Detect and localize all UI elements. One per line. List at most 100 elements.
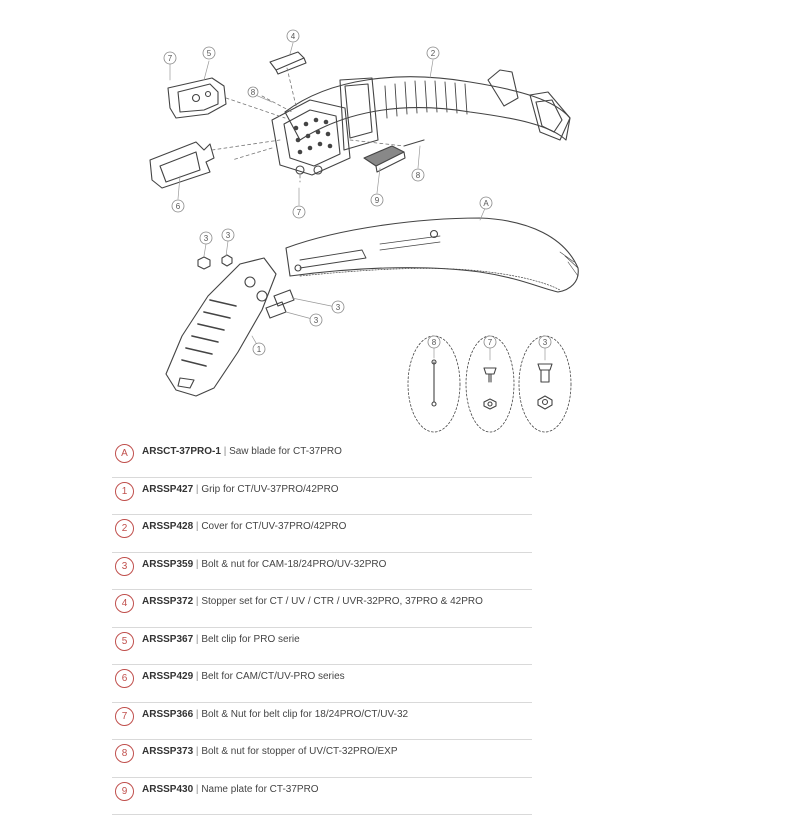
hardware-detail-ovals [408,336,571,432]
part-description: Bolt & Nut for belt clip for 18/24PRO/CT… [201,709,408,720]
part-badge: 7 [115,707,134,726]
part-code: ARSSP429 [142,671,193,682]
callout-8-mid: 8 [412,169,424,181]
part-description: Cover for CT/UV-37PRO/42PRO [201,521,346,532]
callout-5: 5 [203,47,215,59]
part-badge: 8 [115,744,134,763]
part-code: ARSCT-37PRO-1 [142,446,221,457]
part-row-text: ARSSP427 | Grip for CT/UV-37PRO/42PRO [142,484,339,495]
part-description: Grip for CT/UV-37PRO/42PRO [201,484,338,495]
part-code: ARSSP428 [142,521,193,532]
part-code: ARSSP430 [142,784,193,795]
part-code: ARSSP372 [142,596,193,607]
svg-text:2: 2 [431,49,436,58]
part-row-6: 6 ARSSP429 | Belt for CAM/CT/UV-PRO seri… [112,665,532,703]
part-row-text: ARSSP359 | Bolt & nut for CAM-18/24PRO/U… [142,559,386,570]
part-row-5: 5 ARSSP367 | Belt clip for PRO serie [112,628,532,666]
part-description: Belt clip for PRO serie [201,634,299,645]
part-code: ARSSP427 [142,484,193,495]
name-plate [364,146,405,172]
part-row-7: 7 ARSSP366 | Bolt & Nut for belt clip fo… [112,703,532,741]
svg-text:7: 7 [297,208,302,217]
part-description: Saw blade for CT-37PRO [229,446,342,457]
detail-callout-3: 3 [539,336,551,348]
part-row-text: ARSSP428 | Cover for CT/UV-37PRO/42PRO [142,521,346,532]
callout-1: 1 [253,343,265,355]
part-row-text: ARSSP430 | Name plate for CT-37PRO [142,784,319,795]
handle-bolts [198,255,294,318]
part-separator: | [196,784,199,795]
svg-text:5: 5 [207,49,212,58]
part-separator: | [196,484,199,495]
callout-8-top: 8 [248,87,258,97]
svg-text:8: 8 [432,338,437,347]
part-badge: 2 [115,519,134,538]
callout-a: A [480,197,492,209]
hardware-details [432,360,552,409]
detail-callout-8: 8 [428,336,440,348]
callout-9: 9 [371,194,383,206]
part-badge: 4 [115,594,134,613]
part-badge: 1 [115,482,134,501]
svg-text:8: 8 [251,88,256,97]
callout-7-mid: 7 [293,206,305,218]
part-code: ARSSP373 [142,746,193,757]
holster-plate [272,100,350,175]
callout-3-left: 3 [200,232,212,244]
part-separator: | [196,709,199,720]
svg-text:A: A [483,199,489,208]
svg-text:7: 7 [488,338,493,347]
scabbard-cover [285,70,570,150]
svg-text:3: 3 [204,234,209,243]
stopper-pin [404,140,424,146]
part-row-text: ARSSP367 | Belt clip for PRO serie [142,634,300,645]
part-badge: 6 [115,669,134,688]
svg-text:1: 1 [257,345,262,354]
svg-text:4: 4 [291,32,296,41]
part-code: ARSSP359 [142,559,193,570]
part-row-9: 9 ARSSP430 | Name plate for CT-37PRO [112,778,532,815]
part-separator: | [224,446,227,457]
part-description: Belt for CAM/CT/UV-PRO series [201,671,344,682]
part-row-text: ARSSP372 | Stopper set for CT / UV / CTR… [142,596,483,607]
part-badge: 3 [115,557,134,576]
part-row-text: ARSSP373 | Bolt & nut for stopper of UV/… [142,746,398,757]
svg-text:8: 8 [416,171,421,180]
svg-text:3: 3 [543,338,548,347]
callout-3-nut: 3 [310,314,322,326]
part-description: Bolt & nut for CAM-18/24PRO/UV-32PRO [201,559,386,570]
part-row-8: 8 ARSSP373 | Bolt & nut for stopper of U… [112,740,532,778]
svg-text:3: 3 [336,303,341,312]
callout-6: 6 [172,200,184,212]
part-separator: | [196,521,199,532]
part-row-text: ARSSP429 | Belt for CAM/CT/UV-PRO series [142,671,345,682]
callout-7-top: 7 [164,52,176,64]
part-separator: | [196,559,199,570]
exploded-parts-diagram: 7 5 4 2 8 6 7 9 8 A 3 3 3 3 1 8 7 3 [0,0,800,440]
part-row-3: 3 ARSSP359 | Bolt & nut for CAM-18/24PRO… [112,553,532,591]
part-description: Stopper set for CT / UV / CTR / UVR-32PR… [201,596,483,607]
part-description: Name plate for CT-37PRO [201,784,318,795]
callout-3-right: 3 [222,229,234,241]
part-badge: 5 [115,632,134,651]
part-code: ARSSP366 [142,709,193,720]
detail-callout-7: 7 [484,336,496,348]
part-row-2: 2 ARSSP428 | Cover for CT/UV-37PRO/42PRO [112,515,532,553]
part-row-1: 1 ARSSP427 | Grip for CT/UV-37PRO/42PRO [112,478,532,516]
svg-text:3: 3 [314,316,319,325]
part-code: ARSSP367 [142,634,193,645]
part-row-text: ARSSP366 | Bolt & Nut for belt clip for … [142,709,408,720]
part-row-4: 4 ARSSP372 | Stopper set for CT / UV / C… [112,590,532,628]
svg-text:3: 3 [226,231,231,240]
part-description: Bolt & nut for stopper of UV/CT-32PRO/EX… [201,746,397,757]
callout-4: 4 [287,30,299,42]
parts-list: A ARSCT-37PRO-1 | Saw blade for CT-37PRO… [112,440,532,815]
grip-handle [166,258,276,396]
belt-buckle [150,142,214,188]
svg-text:9: 9 [375,196,380,205]
svg-text:7: 7 [168,54,173,63]
callout-3-bolt: 3 [332,301,344,313]
part-row-a: A ARSCT-37PRO-1 | Saw blade for CT-37PRO [112,440,532,478]
part-badge: 9 [115,782,134,801]
svg-text:6: 6 [176,202,181,211]
